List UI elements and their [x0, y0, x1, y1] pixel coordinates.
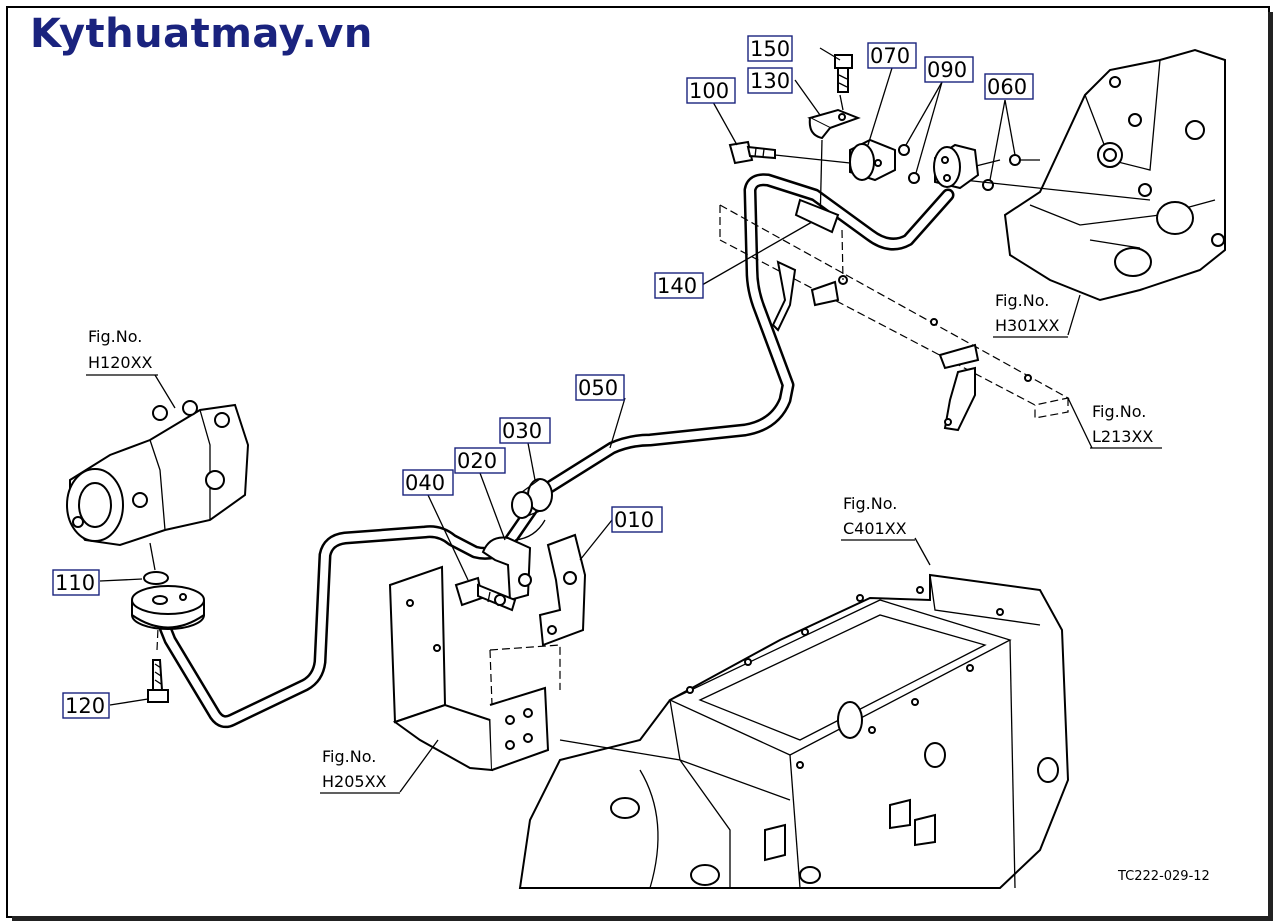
- svg-text:H205XX: H205XX: [322, 772, 387, 791]
- svg-text:090: 090: [927, 58, 967, 82]
- frame-shadow-right: [1268, 12, 1273, 918]
- bolt-150: [834, 54, 853, 93]
- grommet-030: [511, 478, 553, 519]
- label-030[interactable]: 030: [499, 417, 551, 444]
- o-rings-060: [982, 154, 1021, 191]
- svg-text:030: 030: [502, 419, 542, 443]
- label-120[interactable]: 120: [62, 692, 110, 719]
- pipe-flange: [131, 585, 205, 630]
- svg-text:040: 040: [405, 471, 445, 495]
- svg-text:130: 130: [750, 69, 790, 93]
- svg-text:Fig.No.: Fig.No.: [995, 291, 1049, 310]
- figref-h205[interactable]: Fig.No. H205XX: [320, 747, 400, 794]
- bolt-120: [109, 627, 169, 706]
- svg-text:Fig.No.: Fig.No.: [1092, 402, 1146, 421]
- diagram-code: TC222-029-12: [1117, 869, 1210, 884]
- svg-text:020: 020: [457, 449, 497, 473]
- svg-text:150: 150: [750, 37, 790, 61]
- svg-text:060: 060: [987, 75, 1027, 99]
- bolt-100: [728, 140, 851, 165]
- label-040[interactable]: 040: [402, 469, 454, 496]
- svg-text:070: 070: [870, 44, 910, 68]
- hydraulic-pump: [66, 400, 250, 547]
- valve-block-h301: [1003, 48, 1226, 302]
- svg-text:L213XX: L213XX: [1092, 427, 1153, 446]
- clamp-bracket-010: [538, 533, 587, 647]
- sleeve-140: [794, 198, 840, 234]
- figref-h120[interactable]: Fig.No. H120XX: [86, 327, 158, 376]
- label-090[interactable]: 090: [924, 56, 974, 83]
- svg-text:H301XX: H301XX: [995, 316, 1060, 335]
- leader-lines: [154, 47, 1093, 793]
- svg-text:110: 110: [55, 571, 95, 595]
- svg-text:C401XX: C401XX: [843, 519, 907, 538]
- label-150[interactable]: 150: [747, 35, 793, 62]
- bracket-h205: [388, 565, 561, 772]
- label-130[interactable]: 130: [747, 67, 793, 94]
- label-010[interactable]: 010: [611, 506, 663, 533]
- svg-text:010: 010: [614, 508, 654, 532]
- label-060[interactable]: 060: [984, 73, 1034, 100]
- figref-c401[interactable]: Fig.No. C401XX: [841, 494, 915, 541]
- label-020[interactable]: 020: [454, 447, 506, 474]
- figref-l213[interactable]: Fig.No. L213XX: [1090, 402, 1162, 449]
- transmission-case-c401: [518, 573, 1070, 889]
- site-title: Kythuatmay.vn: [30, 11, 373, 57]
- svg-text:Fig.No.: Fig.No.: [843, 494, 897, 513]
- svg-text:140: 140: [657, 274, 697, 298]
- frame-shadow-bottom: [12, 916, 1273, 921]
- clip-130: [807, 108, 861, 140]
- label-070[interactable]: 070: [867, 42, 917, 69]
- fitting-070: [849, 138, 896, 182]
- label-100[interactable]: 100: [686, 77, 736, 104]
- svg-text:H120XX: H120XX: [88, 353, 153, 372]
- figref-h301[interactable]: Fig.No. H301XX: [993, 291, 1068, 338]
- crossmember-l213: [719, 204, 1070, 432]
- svg-text:050: 050: [578, 376, 618, 400]
- fitting-090: [898, 143, 980, 190]
- svg-text:Fig.No.: Fig.No.: [88, 327, 142, 346]
- svg-text:100: 100: [689, 79, 729, 103]
- bolt-040: [454, 576, 517, 612]
- label-110[interactable]: 110: [52, 569, 100, 596]
- label-050[interactable]: 050: [575, 374, 625, 401]
- o-ring-110: [99, 571, 169, 585]
- svg-text:120: 120: [65, 694, 105, 718]
- pipe-050: [153, 173, 955, 729]
- svg-text:Fig.No.: Fig.No.: [322, 747, 376, 766]
- label-140[interactable]: 140: [654, 272, 704, 299]
